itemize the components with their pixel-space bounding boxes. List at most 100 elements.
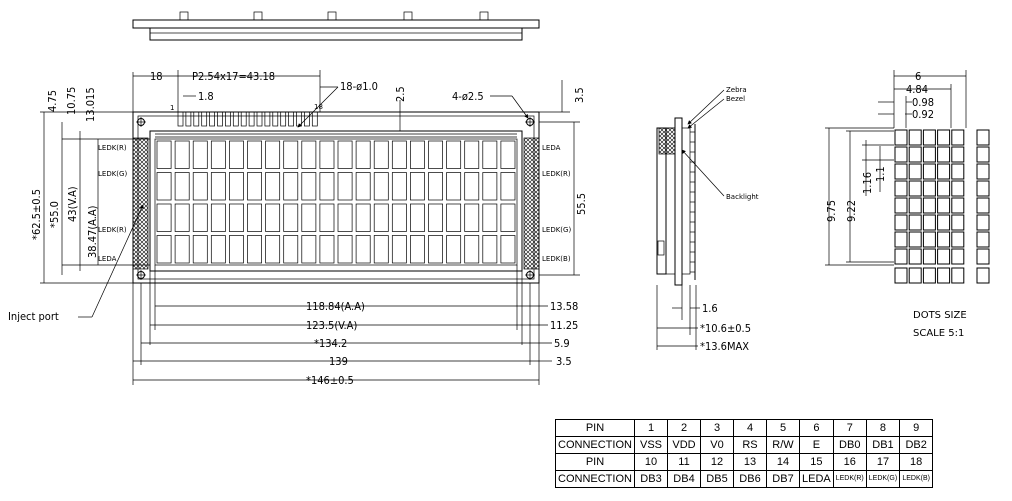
backlight-left bbox=[132, 137, 149, 270]
pin-connection-table: PIN 1 2 3 4 5 6 7 8 9 CONNECTION VSS VDD… bbox=[555, 419, 934, 488]
char-cell bbox=[464, 140, 480, 169]
char-cell bbox=[337, 235, 353, 264]
bezel-outline bbox=[149, 130, 523, 272]
char-cell bbox=[301, 140, 317, 169]
bezel-label: Bezel bbox=[726, 95, 745, 103]
dot bbox=[894, 231, 908, 248]
dot-9-75-label: 9.75 bbox=[825, 200, 838, 222]
v-4-75-label: 4.75 bbox=[46, 90, 59, 112]
char-cell bbox=[265, 140, 281, 169]
dot bbox=[937, 163, 951, 180]
backlight-right bbox=[523, 137, 540, 270]
char-cell bbox=[283, 203, 299, 232]
dot bbox=[922, 146, 936, 163]
w-134-2-label: *134.2 bbox=[314, 337, 347, 350]
char-cell bbox=[373, 235, 389, 264]
char-cell bbox=[247, 235, 262, 264]
char-cell bbox=[482, 140, 498, 169]
mounting-tab bbox=[327, 11, 337, 21]
dot-4-84-label: 4.84 bbox=[906, 83, 928, 96]
dot bbox=[922, 180, 936, 197]
v-38-47-label: 38.47(A.A) bbox=[86, 205, 99, 258]
table-row: CONNECTION VSS VDD V0 RS R/W E DB0 DB1 D… bbox=[555, 436, 934, 454]
char-cell bbox=[265, 172, 281, 201]
dot bbox=[908, 267, 922, 284]
mounting-tab bbox=[403, 11, 413, 21]
w-118-84-label: 118.84(A.A) bbox=[306, 300, 365, 313]
dot bbox=[937, 248, 951, 265]
dot bbox=[976, 197, 990, 214]
dot-matrix-side-strip bbox=[976, 129, 990, 265]
char-cell bbox=[410, 172, 425, 201]
char-cell bbox=[265, 203, 281, 232]
char-cell bbox=[229, 203, 244, 232]
char-cell bbox=[482, 235, 498, 264]
table-cell: 7 bbox=[832, 419, 867, 437]
char-cell bbox=[301, 203, 317, 232]
dot bbox=[922, 129, 936, 146]
r-3-5-label: 3.5 bbox=[556, 355, 572, 368]
char-cell bbox=[210, 172, 226, 201]
r-11-25-label: 11.25 bbox=[550, 319, 578, 332]
pin bbox=[256, 111, 263, 127]
top-view bbox=[132, 11, 540, 41]
char-cell bbox=[500, 172, 516, 201]
dot bbox=[922, 163, 936, 180]
dot bbox=[894, 180, 908, 197]
char-cell bbox=[156, 172, 172, 201]
pin bbox=[232, 111, 239, 127]
dot bbox=[951, 248, 965, 265]
char-cell bbox=[464, 235, 480, 264]
char-cell bbox=[156, 203, 172, 232]
char-cell bbox=[247, 203, 262, 232]
dim-3-5-top-label: 3.5 bbox=[573, 87, 586, 103]
table-cell: 6 bbox=[799, 419, 834, 437]
pin-1-label: 1 bbox=[170, 104, 174, 112]
char-cell bbox=[319, 140, 335, 169]
table-cell: 10 bbox=[634, 453, 668, 471]
table-cell: 14 bbox=[766, 453, 800, 471]
v-55-0-label: *55.0 bbox=[48, 201, 61, 228]
dot-6-label: 6 bbox=[915, 70, 921, 83]
mounting-tab bbox=[253, 11, 263, 21]
dot bbox=[976, 248, 990, 265]
dot bbox=[951, 197, 965, 214]
table-header-cell: CONNECTION bbox=[555, 436, 635, 454]
char-cell bbox=[156, 140, 172, 169]
char-cell bbox=[428, 203, 443, 232]
dim-18-label: 18 bbox=[150, 70, 163, 83]
char-cell bbox=[428, 235, 443, 264]
dot bbox=[976, 231, 990, 248]
viewing-area bbox=[154, 138, 518, 266]
char-cell bbox=[319, 203, 335, 232]
char-cell bbox=[482, 203, 498, 232]
side-1-6-label: 1.6 bbox=[702, 302, 718, 315]
dot bbox=[976, 180, 990, 197]
v-62-5-label: *62.5±0.5 bbox=[30, 189, 43, 240]
dot bbox=[922, 267, 936, 284]
char-cell bbox=[174, 235, 190, 264]
inject-port-label: Inject port bbox=[8, 310, 59, 323]
leda-left-label: LEDA bbox=[98, 255, 117, 263]
dot bbox=[976, 267, 990, 284]
table-cell: 4 bbox=[733, 419, 767, 437]
char-cell bbox=[391, 172, 407, 201]
table-header-cell: PIN bbox=[555, 453, 635, 471]
dot bbox=[894, 129, 908, 146]
ledk-g-left-label: LEDK(G) bbox=[98, 170, 127, 178]
table-row: PIN 1 2 3 4 5 6 7 8 9 bbox=[555, 419, 934, 437]
dot bbox=[951, 231, 965, 248]
table-cell: 12 bbox=[700, 453, 734, 471]
char-cell bbox=[337, 203, 353, 232]
dot bbox=[908, 214, 922, 231]
mount-hole bbox=[136, 117, 146, 127]
pin bbox=[209, 111, 215, 127]
pin bbox=[201, 111, 208, 127]
table-cell: RS bbox=[733, 436, 767, 454]
dot bbox=[894, 163, 908, 180]
char-cell bbox=[210, 235, 226, 264]
table-cell: DB4 bbox=[667, 470, 701, 488]
zebra-label: Zebra bbox=[726, 86, 747, 94]
char-cell bbox=[446, 140, 462, 169]
